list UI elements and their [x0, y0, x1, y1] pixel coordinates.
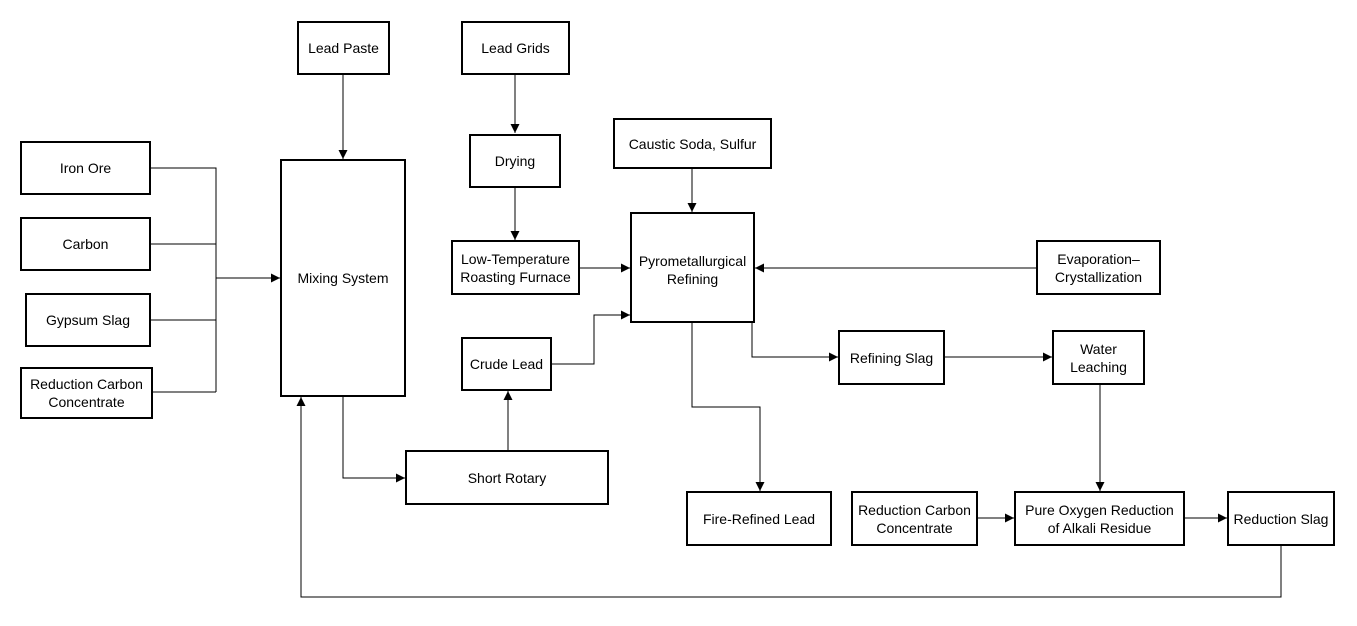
node-mixing-system: Mixing System: [280, 159, 406, 397]
node-caustic-soda-sulfur: Caustic Soda, Sulfur: [613, 118, 772, 169]
node-reduction-slag: Reduction Slag: [1227, 491, 1335, 546]
node-reduction-carbon-concentrate-left: Reduction Carbon Concentrate: [20, 367, 153, 419]
node-label: Refining Slag: [849, 349, 934, 366]
node-label: Evaporation– Crystallization: [1054, 250, 1143, 285]
node-label: Fire-Refined Lead: [702, 510, 816, 527]
node-water-leaching: Water Leaching: [1052, 330, 1145, 385]
node-refining-slag: Refining Slag: [838, 330, 945, 385]
node-gypsum-slag: Gypsum Slag: [25, 293, 151, 347]
arrow-refining-to-refining-slag: [751, 323, 838, 362]
node-label: Reduction Carbon Concentrate: [30, 376, 143, 410]
node-label: Caustic Soda, Sulfur: [628, 135, 757, 152]
node-label: Low-Temperature Roasting Furnace: [460, 250, 571, 285]
arrow-refining-to-fire-refined-lead: [691, 323, 765, 491]
line-iron-ore-to-bus: [151, 167, 217, 392]
node-label: Pure Oxygen Reduction of Alkali Residue: [1025, 501, 1174, 536]
node-drying: Drying: [469, 134, 561, 188]
node-lead-grids: Lead Grids: [461, 21, 570, 75]
node-crude-lead: Crude Lead: [461, 337, 552, 391]
node-label: Water Leaching: [1070, 340, 1127, 375]
node-pure-oxygen-reduction: Pure Oxygen Reduction of Alkali Residue: [1014, 491, 1185, 546]
node-label: Crude Lead: [469, 356, 544, 372]
node-label: Reduction Slag: [1233, 510, 1329, 527]
node-label: Lead Grids: [481, 40, 550, 56]
node-carbon: Carbon: [20, 217, 151, 271]
node-label: Carbon: [62, 236, 109, 252]
node-iron-ore: Iron Ore: [20, 141, 151, 195]
node-evaporation-crystallization: Evaporation– Crystallization: [1036, 240, 1161, 295]
node-label: Pyrometallurgical Refining: [638, 253, 747, 287]
node-label: Reduction Carbon Concentrate: [858, 501, 971, 536]
node-low-temperature-roasting-furnace: Low-Temperature Roasting Furnace: [451, 240, 580, 295]
node-label: Short Rotary: [467, 469, 547, 486]
node-label: Lead Paste: [308, 40, 379, 56]
node-pyrometallurgical-refining: Pyrometallurgical Refining: [630, 212, 755, 323]
arrow-reduction-slag-to-mixing: [296, 397, 1282, 598]
node-label: Drying: [494, 153, 536, 169]
node-label: Iron Ore: [59, 160, 112, 176]
arrow-crude-lead-to-refining: [552, 310, 630, 365]
node-label: Mixing System: [297, 270, 389, 286]
node-short-rotary: Short Rotary: [405, 450, 609, 505]
node-fire-refined-lead: Fire-Refined Lead: [686, 491, 832, 546]
node-label: Gypsum Slag: [45, 312, 131, 328]
arrow-mixing-to-short-rotary: [342, 397, 405, 483]
node-reduction-carbon-concentrate-right: Reduction Carbon Concentrate: [851, 491, 978, 546]
node-lead-paste: Lead Paste: [297, 21, 390, 75]
